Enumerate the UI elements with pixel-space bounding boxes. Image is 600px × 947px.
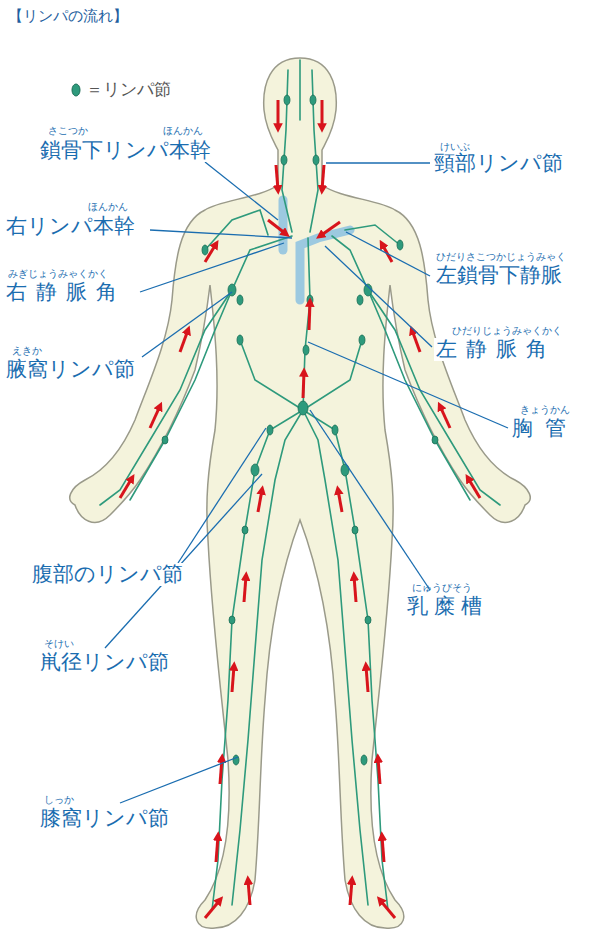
lymph-vessels bbox=[100, 60, 500, 910]
furigana: さこつか bbox=[48, 125, 88, 136]
diagram-title: 【リンパの流れ】 bbox=[8, 8, 128, 25]
furigana: けいぶ bbox=[440, 141, 470, 152]
furigana: ほんかん bbox=[163, 125, 203, 136]
furigana: そけい bbox=[44, 638, 74, 649]
part-label: 鼡径リンパ節 bbox=[38, 651, 171, 674]
flow-arrows bbox=[120, 100, 480, 918]
furigana: きょうかん bbox=[520, 404, 570, 415]
part-label: 左鎖骨下静脈 bbox=[434, 264, 564, 287]
furigana: ひだりじょうみゃくかく bbox=[452, 325, 562, 336]
part-label: 右静脈角 bbox=[4, 281, 128, 304]
part-label: 鎖骨下リンパ本幹 bbox=[38, 139, 213, 162]
furigana: えきか bbox=[12, 345, 42, 356]
part-label: 右リンパ本幹 bbox=[4, 215, 137, 238]
furigana: ひだりさこつかじょうみゃく bbox=[436, 251, 566, 262]
legend-text: ＝リンパ節 bbox=[86, 80, 171, 99]
part-label: 頸部リンパ節 bbox=[432, 152, 565, 175]
veins bbox=[283, 200, 350, 300]
body-outline bbox=[70, 58, 530, 928]
furigana: にゅうびそう bbox=[412, 582, 472, 593]
furigana: みぎじょうみゃくかく bbox=[8, 268, 108, 279]
part-label: 左静脈角 bbox=[434, 338, 558, 361]
part-label: 乳糜槽 bbox=[405, 595, 490, 618]
legend-node-sample bbox=[72, 84, 80, 96]
furigana: ほんかん bbox=[88, 201, 128, 212]
furigana: しっか bbox=[44, 794, 74, 805]
part-label: 胸管 bbox=[510, 417, 580, 440]
lymph-nodes bbox=[162, 95, 438, 765]
part-label: 膝窩リンパ節 bbox=[38, 807, 171, 830]
part-label: 腹部のリンパ節 bbox=[30, 563, 185, 586]
part-label: 腋窩リンパ節 bbox=[4, 358, 137, 381]
